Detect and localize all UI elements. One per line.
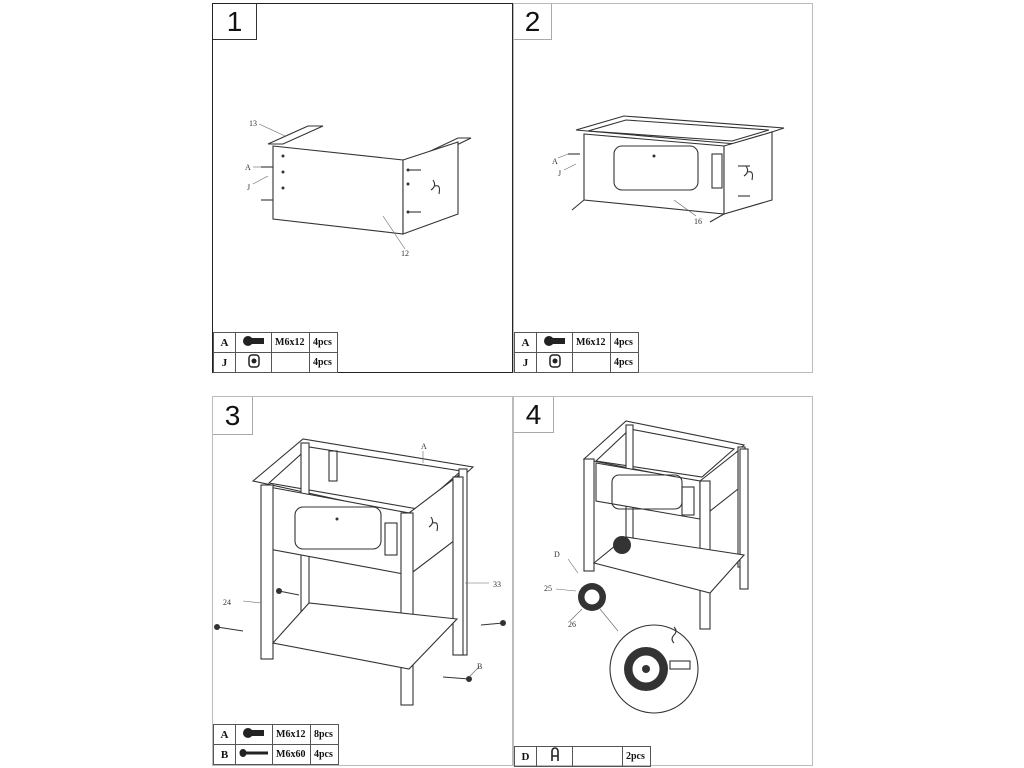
bolt-icon xyxy=(243,728,264,738)
parts-row: A M6x12 8pcs xyxy=(213,724,339,745)
parts-row: A M6x12 4pcs xyxy=(514,332,639,353)
part-qty: 8pcs xyxy=(310,724,339,745)
part-qty: 2pcs xyxy=(622,746,651,767)
step-3-panel: 3 A 24 33 B xyxy=(212,396,513,766)
parts-row: J 4pcs xyxy=(514,352,639,373)
part-qty: 4pcs xyxy=(610,352,639,373)
clip-icon xyxy=(550,747,559,761)
step-2-drawing: A J 16 xyxy=(552,115,785,226)
parts-table: A M6x12 4pcs J 4pcs xyxy=(514,332,639,373)
parts-table: A M6x12 8pcs B M6x60 4pcs xyxy=(213,724,339,765)
part-key: D xyxy=(514,746,537,767)
part-size: M6x12 xyxy=(572,332,611,353)
callout-33: 33 xyxy=(493,580,501,589)
parts-row: B M6x60 4pcs xyxy=(213,744,339,765)
parts-table: A M6x12 4pcs J 4pcs xyxy=(213,332,338,373)
step-3-drawing: A 24 33 B xyxy=(214,438,506,706)
nut-icon xyxy=(548,354,561,368)
step-number: 4 xyxy=(514,397,554,433)
callout-J: J xyxy=(558,169,561,178)
part-qty: 4pcs xyxy=(309,352,338,373)
part-key: J xyxy=(514,352,537,373)
parts-row: D 2pcs xyxy=(514,746,651,767)
part-qty: 4pcs xyxy=(309,332,338,353)
callout-J: J xyxy=(247,183,250,192)
part-size: M6x12 xyxy=(272,724,311,745)
nut-icon xyxy=(247,354,260,368)
bolt-icon xyxy=(543,336,565,346)
part-size xyxy=(271,352,310,373)
step-4-panel: 4 D 25 26 xyxy=(513,396,813,767)
step-1-drawing: 13 A J 12 xyxy=(245,119,472,258)
step-number: 3 xyxy=(213,397,253,435)
parts-row: J 4pcs xyxy=(213,352,338,373)
callout-12: 12 xyxy=(401,249,409,258)
bolt-icon xyxy=(242,336,264,346)
step-4-drawing: D 25 26 xyxy=(544,420,749,714)
step-2-panel: 2 A J 16 A M6x12 4pcs J xyxy=(513,3,813,373)
part-size xyxy=(572,352,611,373)
parts-row: A M6x12 4pcs xyxy=(213,332,338,353)
part-size: M6x12 xyxy=(271,332,310,353)
callout-25: 25 xyxy=(544,584,552,593)
step-number: 1 xyxy=(213,4,257,40)
part-key: A xyxy=(514,332,537,353)
callout-16: 16 xyxy=(694,217,702,226)
step-1-panel: 1 13 A J 12 A M6x12 4pcs xyxy=(212,3,513,373)
callout-13: 13 xyxy=(249,119,257,128)
callout-26: 26 xyxy=(568,620,576,629)
parts-table: D 2pcs xyxy=(514,746,651,767)
part-qty: 4pcs xyxy=(310,744,339,765)
part-key: J xyxy=(213,352,236,373)
part-key: A xyxy=(213,724,236,745)
callout-A: A xyxy=(552,157,558,166)
part-key: B xyxy=(213,744,236,765)
part-qty: 4pcs xyxy=(610,332,639,353)
callout-24: 24 xyxy=(223,598,231,607)
long-bolt-icon xyxy=(239,749,268,757)
part-size xyxy=(572,746,623,767)
callout-D: D xyxy=(554,550,560,559)
part-key: A xyxy=(213,332,236,353)
callout-B: B xyxy=(477,662,482,671)
part-size: M6x60 xyxy=(272,744,311,765)
callout-A: A xyxy=(421,442,427,451)
callout-A: A xyxy=(245,163,251,172)
step-number: 2 xyxy=(514,4,552,40)
